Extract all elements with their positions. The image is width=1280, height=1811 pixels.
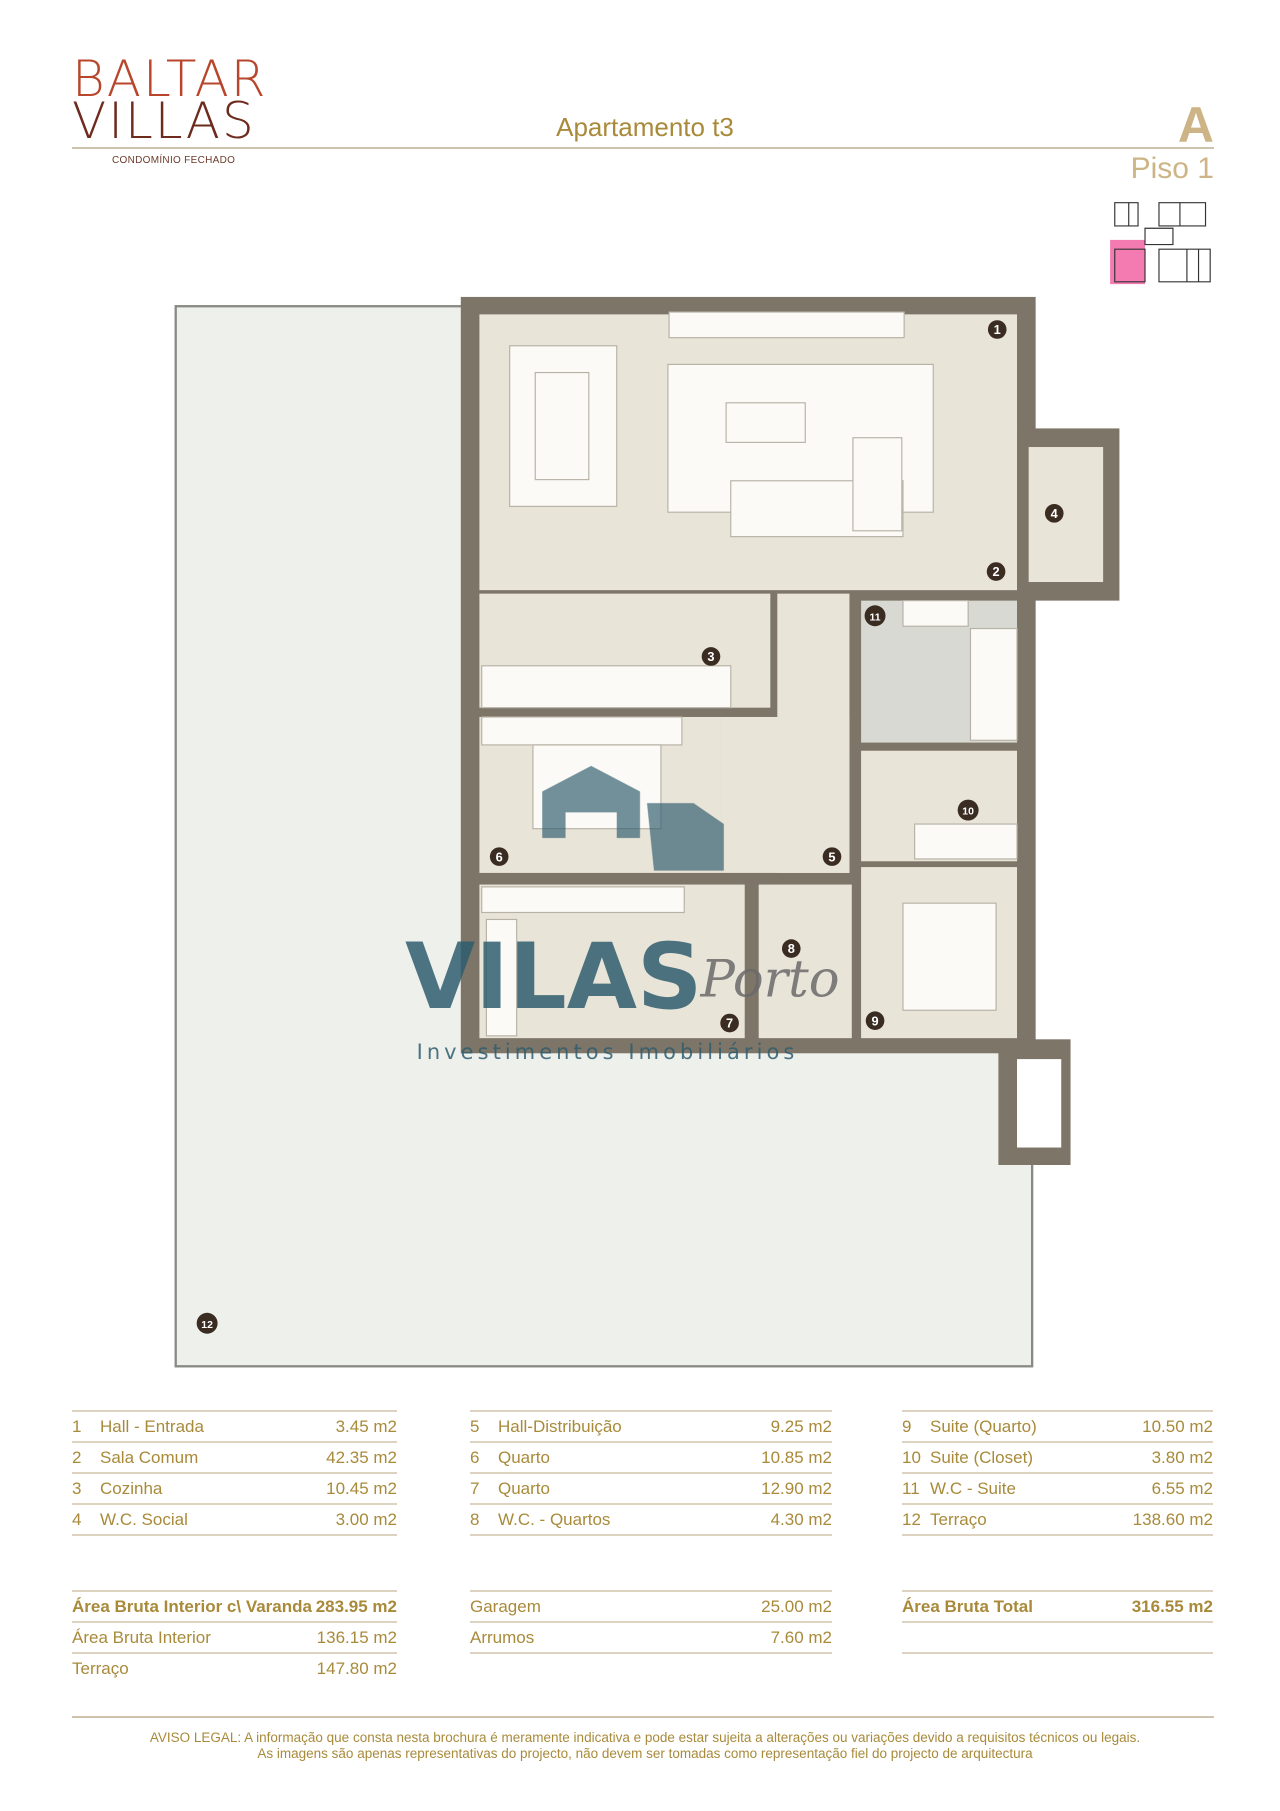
key-plan-minimap	[1110, 202, 1211, 285]
block-letter: A	[1177, 97, 1214, 153]
logo-subtitle: CONDOMÍNIO FECHADO	[112, 155, 236, 166]
marker-3: 3	[701, 647, 721, 666]
floor-label: Piso 1	[1130, 152, 1214, 185]
marker-4: 4	[1044, 504, 1064, 523]
footer-divider	[72, 1716, 1214, 1718]
marker-7: 7	[720, 1013, 739, 1033]
total-row-empty	[902, 1621, 1213, 1654]
room-wc-bedrooms	[758, 884, 852, 1039]
svg-text:11: 11	[870, 612, 881, 623]
svg-text:3: 3	[707, 649, 714, 664]
svg-text:5: 5	[828, 849, 835, 864]
svg-text:8: 8	[788, 941, 795, 956]
logo-line2: VILLAS	[72, 92, 256, 150]
marker-2: 2	[986, 562, 1006, 581]
marker-12: 12	[196, 1312, 218, 1334]
svg-text:1: 1	[994, 322, 1001, 337]
marker-6: 6	[489, 847, 509, 866]
logo-line1: BALTAR	[72, 50, 268, 108]
marker-11: 11	[864, 605, 886, 627]
header-divider	[72, 147, 1214, 149]
disclaimer-line-2: As imagens são apenas representativas do…	[257, 1746, 1033, 1761]
svg-text:VILAS: VILAS	[405, 925, 702, 1030]
room-wc-social	[1028, 447, 1104, 583]
watermark-logo: VILAS Porto Investimentos Imobiliários	[405, 765, 840, 1064]
svg-text:2: 2	[993, 564, 1000, 579]
svg-text:7: 7	[726, 1016, 733, 1031]
marker-10: 10	[957, 799, 979, 821]
svg-text:Porto: Porto	[700, 949, 840, 1009]
marker-1: 1	[987, 320, 1007, 339]
furniture	[481, 311, 1018, 1037]
house-icon	[542, 765, 640, 839]
room-markers: 1 2 3 4 5 6 7 8 9 10 11 12	[196, 320, 1064, 1334]
marker-5: 5	[822, 847, 842, 866]
marker-9: 9	[865, 1011, 885, 1031]
svg-text:12: 12	[201, 1320, 213, 1331]
svg-text:4: 4	[1051, 506, 1059, 521]
disclaimer-line-1: AVISO LEGAL: A informação que consta nes…	[149, 1730, 1141, 1745]
page-title: Apartamento t3	[556, 112, 734, 142]
svg-text:Investimentos Imobiliários: Investimentos Imobiliários	[417, 1040, 799, 1064]
svg-text:9: 9	[871, 1013, 878, 1028]
legal-disclaimer: AVISO LEGAL: A informação que consta nes…	[60, 1730, 1230, 1762]
marker-8: 8	[781, 939, 801, 958]
svg-text:10: 10	[962, 807, 974, 818]
unit-highlight	[1110, 239, 1146, 285]
svg-text:6: 6	[496, 849, 503, 864]
